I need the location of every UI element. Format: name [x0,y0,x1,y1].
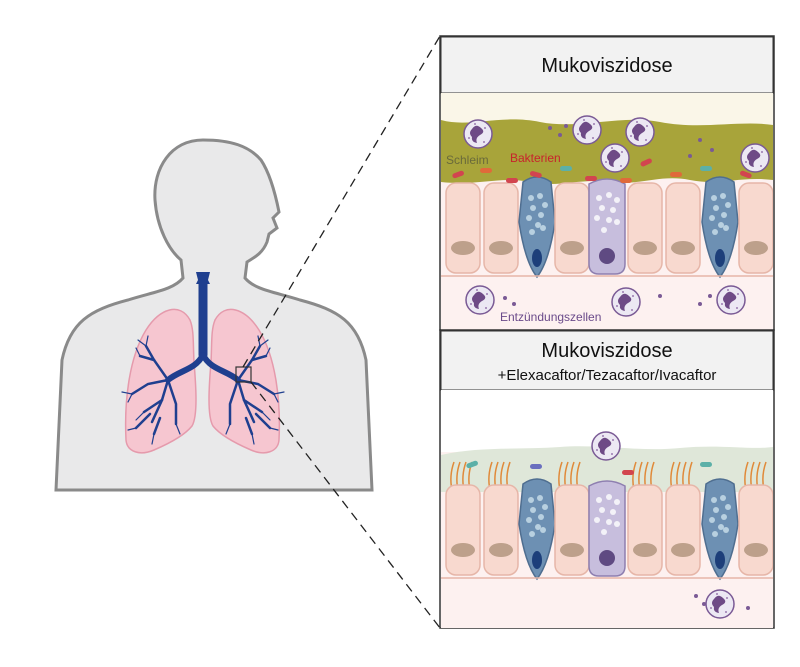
bottom-panel-title: Mukoviszidose [541,340,672,362]
epithelial-cells-top [445,176,773,278]
inflammatory-cells-label: Entzündungszellen [500,310,601,324]
top-panel-title: Mukoviszidose [541,55,672,77]
airway-tree [121,272,285,445]
top-panel: Mukoviszidose [439,35,775,331]
zoom-connector-lines [242,35,441,629]
top-panel-header [440,36,774,94]
human-body-silhouette [54,138,374,492]
bacteria-bottom [466,460,712,475]
bacteria-label: Bakterien [510,151,561,165]
epithelial-cells-bottom [445,478,773,580]
bottom-panel: Mukoviszidose +Elexacaftor/Tezacaftor/Iv… [439,329,775,629]
bottom-panel-subtitle: +Elexacaftor/Tezacaftor/Ivacaftor [498,367,717,384]
mucus-label: Schleim [446,153,489,167]
bottom-panel-header [440,330,774,391]
thin-mucus-layer [441,446,773,492]
bacteria-top [452,158,752,183]
